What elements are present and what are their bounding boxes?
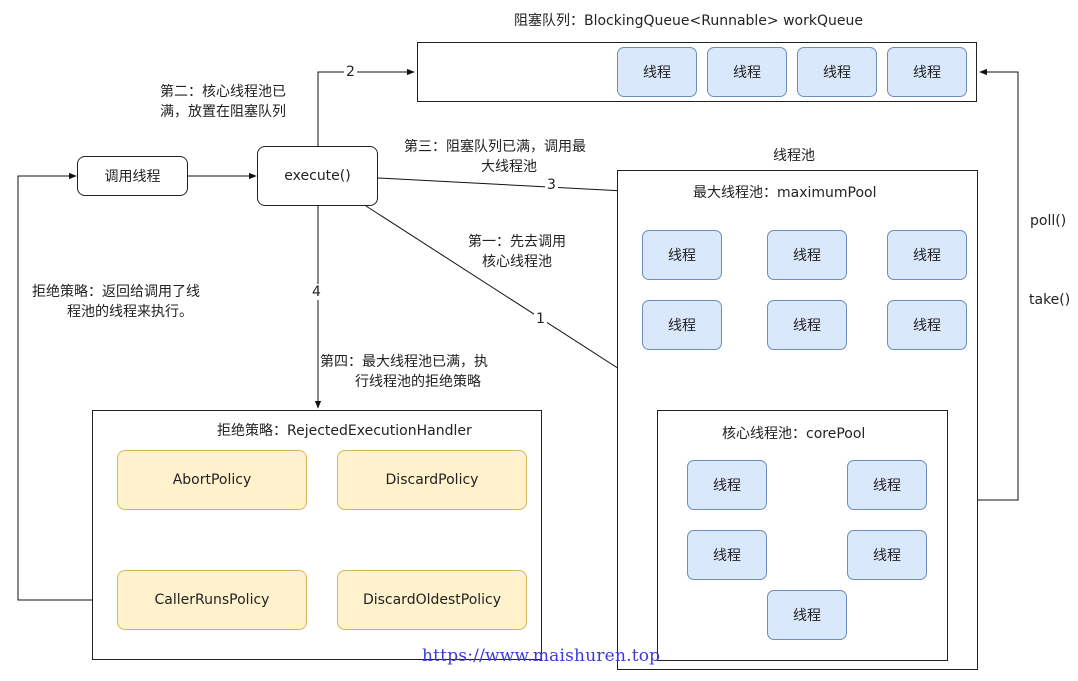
maximum-pool-thread: 线程 (767, 230, 847, 280)
edge-2-queue (317, 68, 415, 146)
watermark-url: https://www.maishuren.top (422, 646, 661, 666)
queue-thread: 线程 (797, 47, 877, 97)
core-pool-thread: 线程 (687, 460, 767, 510)
discard-policy: DiscardPolicy (337, 450, 527, 510)
reject-return-note-line1: 拒绝策略：返回给调用了线 (32, 284, 200, 300)
step4-note-line2: 行线程池的拒绝策略 (355, 374, 481, 390)
step2-note-line2: 满，放置在阻塞队列 (160, 104, 286, 120)
core-pool-title: 核心线程池：corePool (722, 426, 866, 442)
maximum-pool-thread: 线程 (767, 300, 847, 350)
maximum-pool-thread: 线程 (887, 230, 967, 280)
queue-title: 阻塞队列：BlockingQueue<Runnable> workQueue (514, 13, 863, 29)
core-pool-thread: 线程 (847, 460, 927, 510)
edge-label-4: 4 (310, 284, 323, 300)
edge-label-take: take() (1027, 292, 1073, 308)
step3-note-line2: 大线程池 (481, 159, 537, 175)
step1-note-line2: 核心线程池 (482, 254, 552, 270)
core-pool-thread: 线程 (847, 530, 927, 580)
core-pool-thread: 线程 (767, 590, 847, 640)
step4-note-line1: 第四：最大线程池已满，执 (320, 354, 488, 370)
caller-runs-policy: CallerRunsPolicy (117, 570, 307, 630)
reject-return-note-line2: 程池的线程来执行。 (67, 304, 193, 320)
edge-label-1: 1 (534, 311, 547, 327)
blocking-queue (417, 42, 977, 102)
maximum-pool-title: 最大线程池：maximumPool (693, 185, 877, 201)
discard-oldest-policy: DiscardOldestPolicy (337, 570, 527, 630)
edge-core-queue (948, 68, 1019, 501)
core-pool-thread: 线程 (687, 530, 767, 580)
abort-policy: AbortPolicy (117, 450, 307, 510)
thread-pool-title: 线程池 (773, 148, 815, 164)
step1-note-line1: 第一：先去调用 (468, 234, 566, 250)
caller-thread-node: 调用线程 (77, 156, 188, 196)
edge-label-2: 2 (344, 64, 357, 80)
edge-label-3: 3 (545, 177, 558, 193)
queue-thread: 线程 (617, 47, 697, 97)
queue-thread: 线程 (707, 47, 787, 97)
edge-callerruns-caller (17, 172, 118, 601)
maximum-pool-thread: 线程 (642, 300, 722, 350)
queue-thread: 线程 (887, 47, 967, 97)
edge-label-poll: poll() (1028, 213, 1069, 229)
execute-node: execute() (257, 146, 378, 206)
maximum-pool-thread: 线程 (642, 230, 722, 280)
step2-note-line1: 第二：核心线程池已 (160, 84, 286, 100)
step3-note-line1: 第三：阻塞队列已满，调用最 (404, 139, 586, 155)
maximum-pool-thread: 线程 (887, 300, 967, 350)
reject-handler-title: 拒绝策略：RejectedExecutionHandler (217, 423, 472, 439)
